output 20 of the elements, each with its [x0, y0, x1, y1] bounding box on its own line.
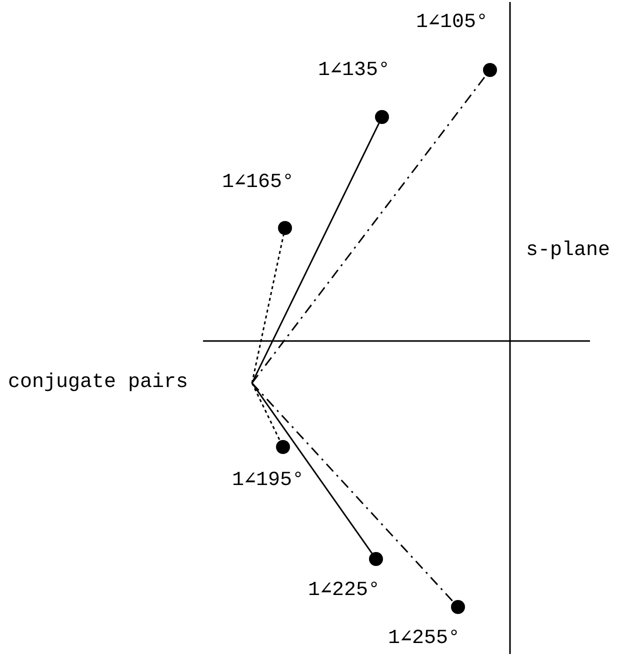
pole-dot	[276, 440, 290, 454]
leader-line	[251, 382, 454, 602]
phasor-label: 1∠105°	[416, 12, 488, 34]
phasor-label: 1∠255°	[388, 628, 460, 650]
leader-line	[251, 382, 281, 442]
pole-dot	[483, 63, 497, 77]
phasor-label: 1∠195°	[232, 470, 304, 492]
phasor-label: 1∠165°	[222, 172, 294, 194]
leader-line	[251, 122, 380, 384]
leader-line	[251, 75, 486, 384]
phasor-label: 1∠225°	[308, 580, 380, 602]
callout-text: conjugate pairs	[8, 372, 188, 394]
leader-line	[251, 234, 284, 384]
pole-dot	[451, 600, 465, 614]
pole-dot	[369, 552, 383, 566]
phasor-label: 1∠135°	[318, 60, 390, 82]
leader-line	[251, 382, 373, 554]
pole-dot	[375, 110, 389, 124]
plane-label: s-plane	[526, 240, 610, 262]
pole-dot	[278, 221, 292, 235]
